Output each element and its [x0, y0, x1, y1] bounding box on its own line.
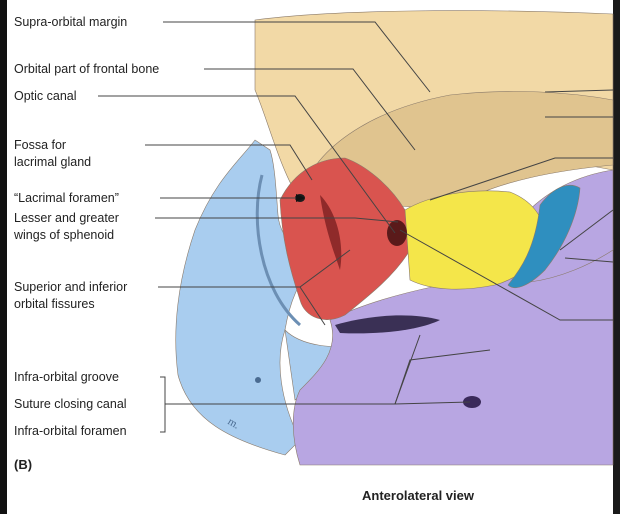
leader-right-5	[564, 257, 614, 263]
label-lacrimal-foramen: “Lacrimal foramen”	[14, 191, 119, 205]
view-title: Anterolateral view	[362, 488, 474, 503]
artist-signature: m.	[226, 416, 242, 432]
label-optic-canal: Optic canal	[14, 89, 77, 103]
left-frame-edge	[0, 0, 7, 514]
leader-infra-orbital-bracket	[160, 376, 166, 433]
infra-orbital-foramen-hole	[463, 396, 481, 408]
label-orbital-part-frontal: Orbital part of frontal bone	[14, 62, 160, 76]
label-orbital-fissures-line2: orbital fissures	[14, 297, 95, 311]
leader-right-1	[544, 89, 614, 93]
leader-right-3	[429, 157, 613, 201]
zygomatic-foramen	[255, 377, 261, 383]
lacrimal-bone	[507, 185, 581, 289]
leader-infra-orbital-foramen	[394, 401, 471, 405]
sphenoid-wings	[279, 157, 411, 320]
label-fossa-lacrimal-line1: Fossa for	[14, 138, 67, 152]
label-supra-orbital-margin: Supra-orbital margin	[14, 15, 128, 29]
orbit-rim-shadow	[255, 174, 301, 327]
label-infra-orbital-foramen: Infra-orbital foramen	[14, 424, 127, 438]
leader-right-4	[559, 209, 614, 251]
label-sphenoid-wings-line1: Lesser and greater	[14, 211, 119, 225]
leader-infra-orbital-groove	[394, 349, 491, 405]
lacrimal-foramen-arrow	[296, 194, 305, 202]
inferior-orbital-fissure	[335, 315, 440, 334]
leader-orbital-fissures-b	[299, 286, 326, 326]
superior-orbital-fissure	[320, 195, 342, 270]
leader-fossa-lacrimal	[145, 144, 313, 181]
label-orbital-fissures-line1: Superior and inferior	[14, 280, 128, 294]
label-infra-orbital-groove: Infra-orbital groove	[14, 370, 119, 384]
leader-sphenoid-wings-b	[354, 217, 399, 223]
leader-supra-orbital-margin	[163, 21, 431, 93]
label-fossa-lacrimal-line2: lacrimal gland	[14, 155, 92, 169]
label-suture-closing-canal: Suture closing canal	[14, 397, 127, 411]
leader-optic-canal	[98, 95, 396, 234]
label-sphenoid-wings-line2: wings of sphenoid	[14, 228, 115, 242]
leader-right-6	[399, 229, 613, 321]
leader-orbital-part-frontal	[204, 68, 416, 151]
optic-canal-opening	[387, 220, 407, 246]
panel-letter: (B)	[14, 457, 33, 472]
right-frame-edge	[613, 0, 620, 514]
